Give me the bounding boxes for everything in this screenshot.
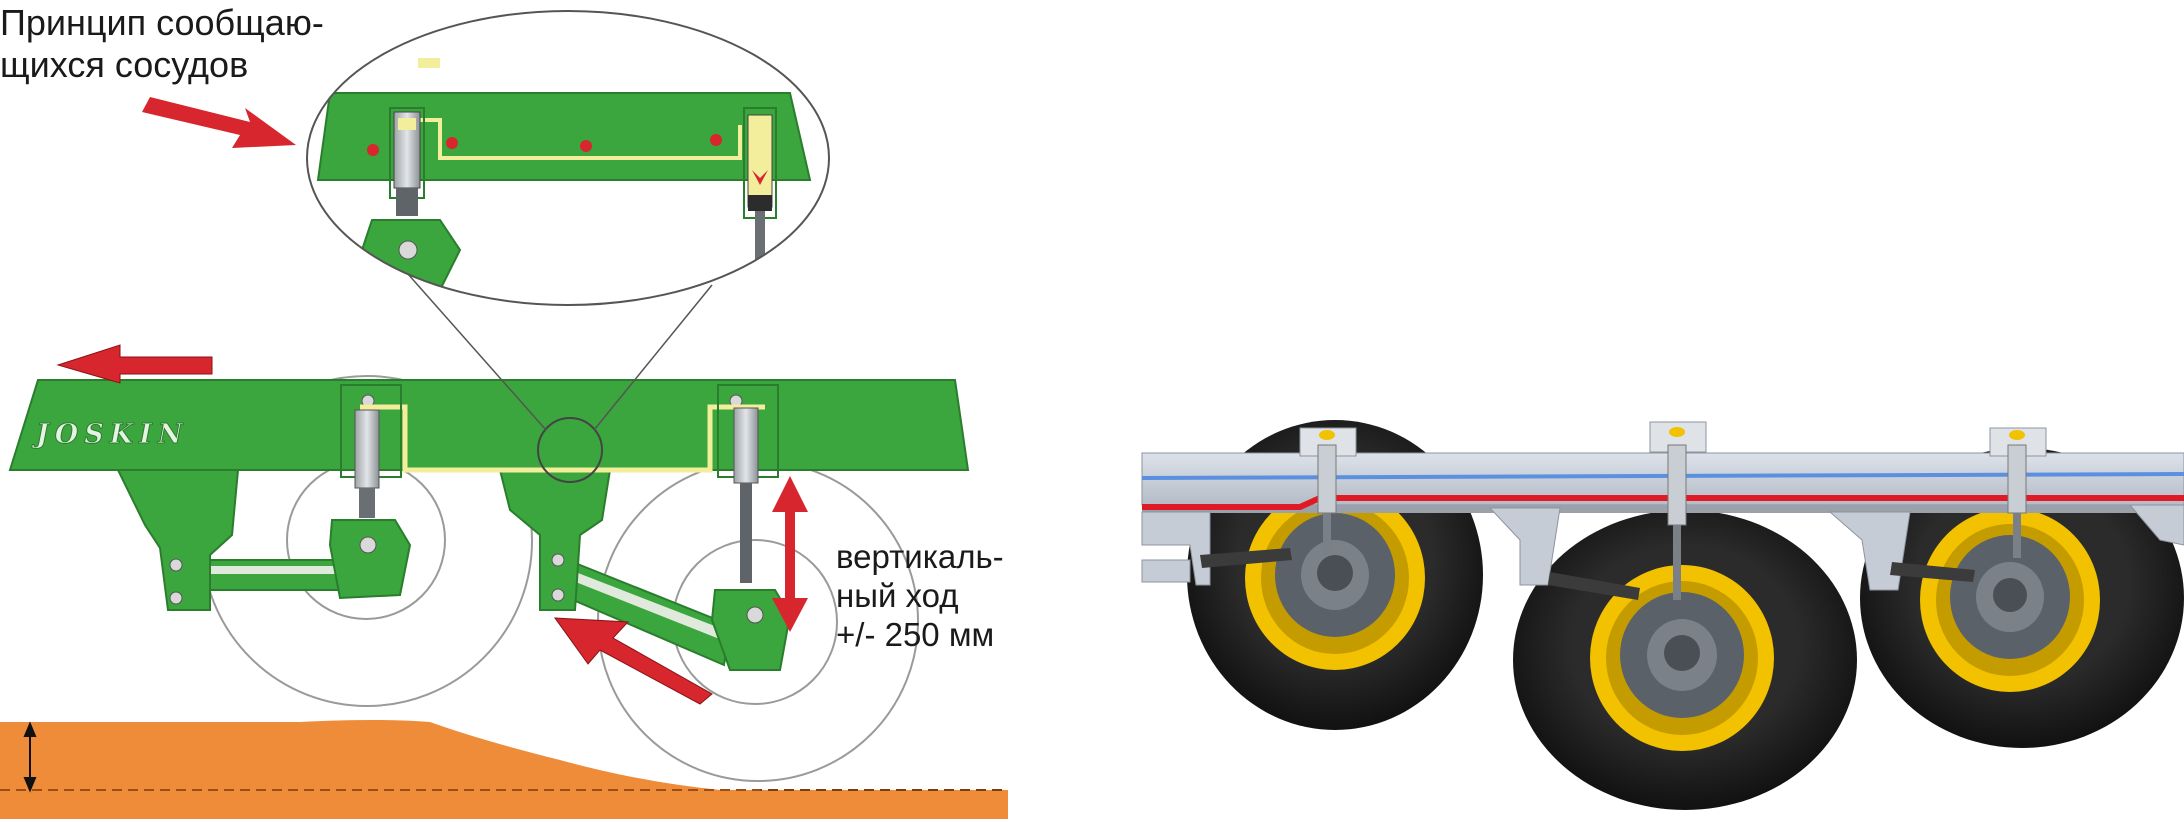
hub-rear	[710, 589, 792, 671]
label-principle-line1: Принцип сообщаю-	[0, 2, 324, 43]
arrow-left-icon	[56, 344, 213, 384]
dimension-arrow-icon	[23, 721, 37, 793]
tire-3	[1860, 448, 2184, 748]
hub-front	[328, 519, 412, 600]
zoom-ellipse-outline	[306, 10, 830, 306]
double-arrow-vertical-icon	[772, 476, 808, 632]
bracket-rear	[498, 469, 612, 611]
chassis-frame	[8, 379, 970, 471]
zoom-connectors	[399, 264, 713, 431]
label-travel-line1: вертикаль-	[836, 538, 1004, 575]
cylinder-rear	[733, 407, 759, 484]
pointer-arrow-icon	[142, 97, 296, 148]
label-travel-line2: ный ход	[836, 576, 959, 614]
brand-logo: JOSKIN	[31, 419, 189, 450]
hydraulic-line-red	[1142, 495, 2184, 510]
label-principle-line2: щихся сосудов	[0, 44, 249, 86]
arrow-right-icon	[553, 617, 713, 705]
frame-bolts	[169, 394, 743, 605]
zoom-detail	[307, 11, 829, 305]
label-principle: Принцип сообщаю- щихся сосудов	[0, 2, 324, 87]
label-travel-line3: +/- 250 мм	[836, 615, 995, 653]
magnifier-circle	[537, 417, 603, 483]
cylinder-front	[354, 409, 380, 489]
label-vertical-travel: вертикаль- ный ход +/- 250 мм	[836, 538, 1004, 655]
ground-terrain	[0, 720, 1008, 819]
trailer-render	[1141, 420, 2184, 810]
bracket-front	[116, 469, 240, 611]
zoom-frame	[316, 92, 812, 181]
tire-2	[1513, 510, 1857, 810]
hydraulic-cylinders	[1299, 421, 2047, 600]
oil-line	[360, 404, 765, 473]
